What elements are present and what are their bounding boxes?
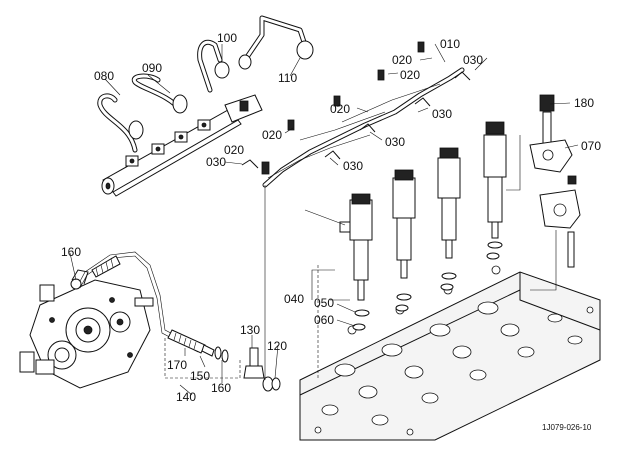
label-160-b: 160 [211,381,231,395]
label-020-e: 020 [224,143,244,157]
common-rail [101,94,263,197]
label-150: 150 [190,369,210,383]
diagram-reference-code: 1J079-026-10 [542,423,592,432]
sensor-fitting [243,347,281,392]
label-020-d: 020 [262,128,282,142]
injectors [339,121,507,331]
pipe-clamps [241,41,471,175]
rail-outlet-ports [125,119,211,167]
label-010: 010 [440,37,460,51]
label-030-b: 030 [432,107,452,121]
label-030-c: 030 [385,135,405,149]
label-020-b: 020 [400,68,420,82]
label-170: 170 [167,358,187,372]
fuel-return-pipe [70,251,201,353]
injector-2 [392,169,416,279]
label-020-c: 020 [330,102,350,116]
injector-1 [339,193,373,301]
supply-pump [19,269,154,389]
head-ports [314,265,594,436]
label-020-a: 020 [392,53,412,67]
label-140: 140 [176,390,196,404]
label-100: 100 [217,31,237,45]
injection-pipes [262,67,465,188]
label-130: 130 [240,323,260,337]
label-060: 060 [314,313,334,327]
return-fitting-assembly [164,329,241,379]
label-180: 180 [574,96,594,110]
cylinder-head [299,265,601,441]
label-090: 090 [142,61,162,75]
injector-3 [437,147,461,259]
label-070: 070 [581,139,601,153]
label-030-d: 030 [206,155,226,169]
part-number-labels: 080 090 100 110 010 020 030 020 020 030 … [61,31,601,404]
rail-feed-pipes [97,15,314,153]
injector-clamp [529,94,581,268]
leader-lines [69,43,579,396]
label-080: 080 [94,69,114,83]
label-120: 120 [267,339,287,353]
label-110: 110 [278,71,297,85]
label-160-a: 160 [61,245,81,259]
label-030-a: 030 [463,53,483,67]
label-030-e: 030 [343,159,363,173]
label-040: 040 [284,292,304,306]
label-050: 050 [314,296,334,310]
injector-4 [483,121,507,239]
